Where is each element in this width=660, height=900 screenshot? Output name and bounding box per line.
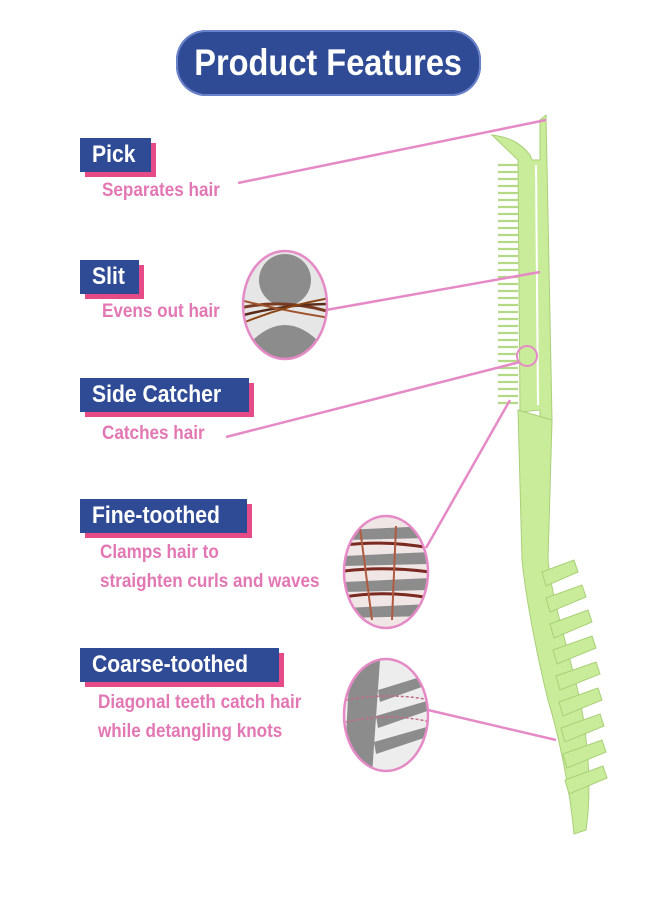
feature-desc-slit: Evens out hair [102,301,220,322]
feature-tag-side-catcher: Side Catcher [80,378,249,412]
comb-body [490,113,608,835]
coarse-teeth [541,559,608,795]
fine-teeth-zoom-icon [342,514,430,630]
feature-desc-side-catcher: Catches hair [102,423,205,444]
feature-tag-slit: Slit [80,260,140,294]
feature-desc-coarse-toothed: Diagonal teeth catch hair while detangli… [98,692,302,742]
slit-zoom-icon [241,249,329,361]
feature-desc-pick: Separates hair [102,180,220,201]
fine-teeth [498,163,518,405]
feature-tag-fine-toothed: Fine-toothed [80,499,248,533]
leader-lines [225,118,557,742]
feature-tag-coarse-toothed: Coarse-toothed [80,648,280,682]
feature-desc-fine-toothed: Clamps hair to straighten curls and wave… [100,542,320,592]
page-title-text: Product Features [194,42,463,83]
page-title: Product Features [176,30,481,96]
feature-tag-pick: Pick [80,138,152,172]
coarse-teeth-zoom-icon [342,657,430,773]
side-catcher-marker-icon [516,345,538,367]
